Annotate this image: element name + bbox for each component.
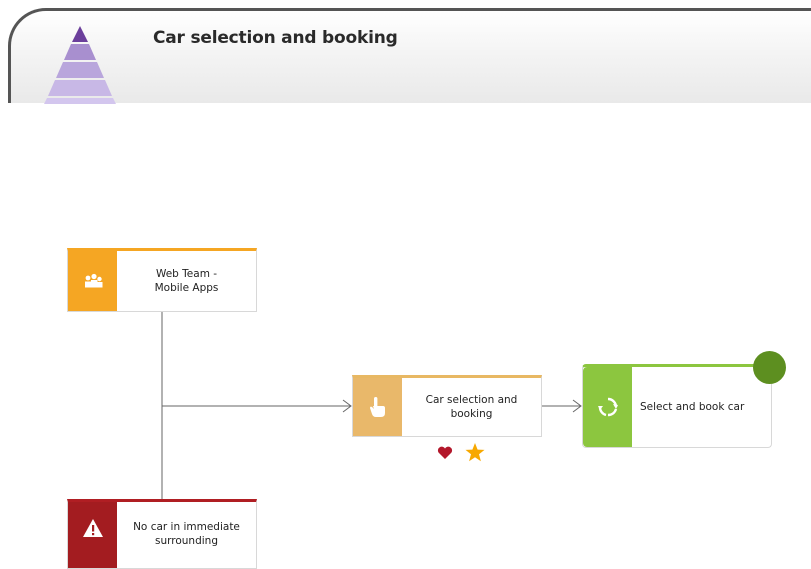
web-team-label: Web Team - Mobile Apps [154, 268, 219, 294]
node-select-book-car[interactable]: Select and book car [582, 364, 772, 448]
hand-pointer-icon [369, 397, 385, 417]
car-selection-icon-box [353, 378, 402, 436]
car-selection-label: Car selection and booking [425, 394, 518, 420]
star-icon [465, 443, 485, 462]
cycle-arrows-icon [597, 397, 618, 417]
web-team-icon-box [68, 251, 117, 311]
node-car-selection[interactable]: Car selection and booking [352, 375, 542, 437]
heart-icon [437, 446, 453, 459]
no-car-label: No car in immediate surrounding [133, 521, 240, 547]
select-book-label: Select and book car [640, 401, 745, 413]
diagram-header [8, 8, 811, 103]
diagram-title: Car selection and booking [153, 28, 398, 48]
people-icon [84, 273, 102, 288]
select-book-icon-box [583, 367, 632, 447]
no-car-icon-box [68, 502, 117, 568]
warning-icon [82, 519, 103, 537]
pyramid-icon [44, 26, 116, 104]
end-event-circle[interactable] [753, 351, 786, 384]
node-web-team[interactable]: Web Team - Mobile Apps [67, 248, 257, 312]
node-badges [437, 443, 485, 462]
